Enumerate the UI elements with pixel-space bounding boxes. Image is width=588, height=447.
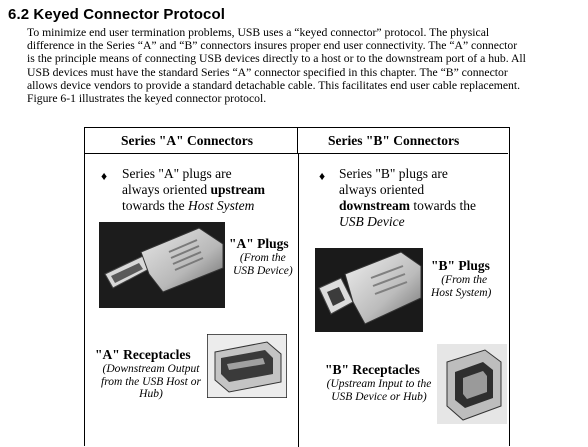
b-plug-title: "B" Plugs — [431, 258, 490, 273]
b-receptacle-caption: "B" Receptacles (Upstream Input to the U… — [325, 362, 432, 403]
a-receptacle-title: "A" Receptacles — [95, 347, 191, 362]
a-receptacle-caption: "A" Receptacles (Downstream Output from … — [95, 347, 207, 401]
usb-a-receptacle-icon — [207, 334, 287, 398]
usb-b-plug-image — [315, 248, 423, 332]
usb-b-receptacle-icon — [437, 344, 507, 424]
b-plug-caption: "B" Plugs (From the Host System) — [431, 258, 492, 299]
diamond-bullet-icon: ♦ — [319, 169, 326, 183]
a-plug-caption: "A" Plugs (From the USB Device) — [229, 236, 293, 277]
section-heading: 6.2 Keyed Connector Protocol — [8, 6, 226, 23]
a-plug-title: "A" Plugs — [229, 236, 289, 251]
paragraph-line: allows device vendors to provide a stand… — [27, 78, 521, 92]
usb-b-receptacle-image — [437, 344, 507, 424]
column-divider — [298, 154, 299, 447]
series-b-header: Series "B" Connectors — [298, 128, 508, 154]
body-paragraph: To minimize end user termination problem… — [27, 26, 588, 105]
paragraph-line: is the principle means of connecting USB… — [27, 52, 526, 66]
paragraph-line: USB devices must have the standard Serie… — [27, 65, 508, 79]
connector-figure: Series "A" Connectors Series "B" Connect… — [84, 127, 510, 447]
series-a-header: Series "A" Connectors — [85, 128, 298, 154]
usb-a-plug-image — [99, 222, 225, 308]
diamond-bullet-icon: ♦ — [101, 169, 108, 183]
usb-a-plug-icon — [99, 222, 225, 308]
paragraph-line: difference in the Series “A” and “B” con… — [27, 39, 518, 53]
b-receptacle-title: "B" Receptacles — [325, 362, 420, 377]
usb-b-plug-icon — [315, 248, 423, 332]
paragraph-line: Figure 6-1 illustrates the keyed connect… — [27, 92, 267, 106]
usb-a-receptacle-image — [207, 334, 287, 398]
paragraph-line: To minimize end user termination problem… — [27, 26, 490, 39]
